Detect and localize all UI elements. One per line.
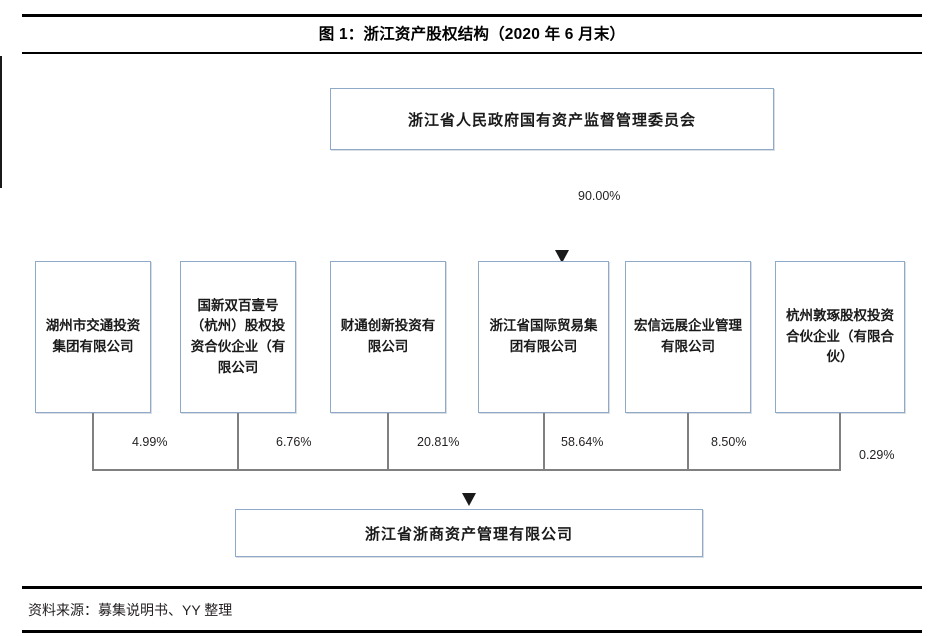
- node-shareholder-trade-label: 浙江省国际贸易集团有限公司: [489, 318, 598, 355]
- edge-caitong-drop: [387, 413, 389, 470]
- stake-label-guoxin: 6.76%: [276, 435, 312, 449]
- stake-label-dunzhuo: 0.29%: [859, 448, 895, 462]
- edge-trade-drop: [543, 413, 545, 470]
- stake-label-hongxin: 8.50%: [711, 435, 747, 449]
- node-target-company-label: 浙江省浙商资产管理有限公司: [364, 524, 573, 543]
- node-shareholder-huzhou-label: 湖州市交通投资集团有限公司: [45, 318, 141, 355]
- source-note: 资料来源：募集说明书、YY 整理: [28, 602, 233, 618]
- footer-top-rule: [22, 586, 922, 589]
- figure-title: 图 1：浙江资产股权结构（2020 年 6 月末）: [318, 26, 626, 43]
- node-controller: 浙江省人民政府国有资产监督管理委员会: [330, 88, 774, 150]
- stake-label-trade: 58.64%: [561, 435, 604, 449]
- node-shareholder-hongxin: 宏信远展企业管理有限公司: [625, 261, 751, 413]
- edge-label-sasac-trade: 90.00%: [578, 189, 621, 203]
- title-bottom-rule: [22, 52, 922, 54]
- node-shareholder-huzhou: 湖州市交通投资集团有限公司: [35, 261, 151, 413]
- edge-hongxin-drop: [687, 413, 689, 470]
- node-shareholder-caitong-label: 财通创新投资有限公司: [340, 318, 436, 355]
- edge-huzhou-drop: [92, 413, 94, 470]
- title-top-rule: [22, 14, 922, 17]
- edge-bus-line: [92, 469, 841, 471]
- stake-label-caitong: 20.81%: [417, 435, 460, 449]
- node-shareholder-dunzhuo: 杭州敦琢股权投资合伙企业（有限合伙）: [775, 261, 905, 413]
- edge-dunzhuo-drop: [839, 413, 841, 470]
- arrow-down-icon-bottom: [462, 493, 476, 506]
- arrow-down-icon: [555, 250, 569, 263]
- node-shareholder-guoxin: 国新双百壹号（杭州）股权投资合伙企业（有限公司: [180, 261, 296, 413]
- node-target-company: 浙江省浙商资产管理有限公司: [235, 509, 703, 557]
- edge-sasac-to-trade: [0, 56, 3, 160]
- edge-guoxin-drop: [237, 413, 239, 470]
- node-controller-label: 浙江省人民政府国有资产监督管理委员会: [407, 110, 696, 129]
- node-shareholder-hongxin-label: 宏信远展企业管理有限公司: [634, 318, 742, 355]
- node-shareholder-dunzhuo-label: 杭州敦琢股权投资合伙企业（有限合伙）: [786, 308, 894, 366]
- footer-bottom-rule: [22, 630, 922, 633]
- node-shareholder-guoxin-label: 国新双百壹号（杭州）股权投资合伙企业（有限公司: [190, 297, 286, 376]
- node-shareholder-trade: 浙江省国际贸易集团有限公司: [478, 261, 609, 413]
- node-shareholder-caitong: 财通创新投资有限公司: [330, 261, 446, 413]
- edge-bus-to-target: [0, 160, 3, 188]
- ownership-structure-diagram: 浙江省人民政府国有资产监督管理委员会 90.00% 湖州市交通投资集团有限公司 …: [0, 56, 944, 584]
- stake-label-huzhou: 4.99%: [132, 435, 168, 449]
